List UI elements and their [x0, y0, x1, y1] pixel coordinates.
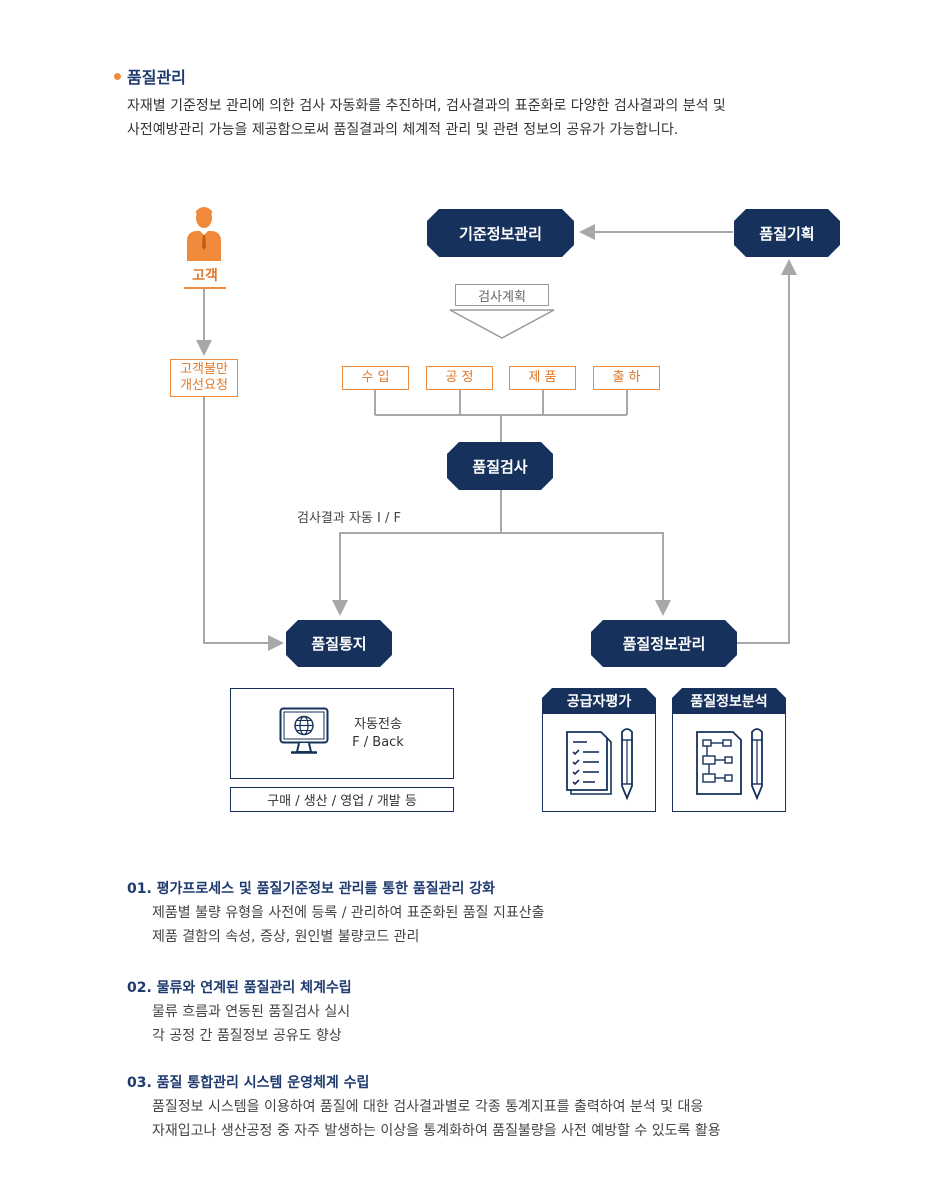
auto-if-label: 검사결과 자동 I / F	[297, 511, 401, 526]
stage-shipping: 출 하	[593, 366, 660, 390]
customer-label: 고객	[192, 268, 218, 284]
auto-send-line-2: F / Back	[352, 735, 404, 750]
quality-info-box: 품질정보관리	[591, 620, 737, 667]
intro-text: 자재별 기준정보 관리에 의한 검사 자동화를 추진하며, 검사결과의 표준화로…	[127, 94, 847, 142]
stage-product: 제 품	[509, 366, 576, 390]
stage-process: 공 정	[426, 366, 493, 390]
supplier-eval-tab: 공급자평가	[542, 688, 656, 714]
monitor-globe-icon	[279, 707, 329, 754]
section-2-line-2: 각 공정 간 품질정보 공유도 향상	[152, 1028, 342, 1044]
pencil-icon	[751, 728, 763, 801]
section-2-line-1: 물류 흐름과 연동된 품질검사 실시	[152, 1004, 351, 1020]
bullet-dot	[114, 73, 121, 80]
info-analysis-card	[672, 713, 786, 812]
down-arrow-icon	[449, 309, 555, 339]
customer-underline	[184, 287, 226, 289]
departments-box: 구매 / 생산 / 영업 / 개발 등	[230, 787, 454, 812]
stage-incoming: 수 입	[342, 366, 409, 390]
pencil-icon	[621, 728, 633, 801]
auto-send-text: 자동전송 F / Back	[343, 716, 413, 752]
section-2-title: 02. 물류와 연계된 품질관리 체계수립	[127, 980, 352, 996]
section-1-title: 01. 평가프로세스 및 품질기준정보 관리를 통한 품질관리 강화	[127, 881, 496, 897]
quality-inspection-box: 품질검사	[447, 442, 553, 490]
supplier-eval-card	[542, 713, 656, 812]
auto-send-panel: 자동전송 F / Back	[230, 688, 454, 779]
complaint-line-1: 고객불만	[180, 362, 228, 377]
intro-line-1: 자재별 기준정보 관리에 의한 검사 자동화를 추진하며, 검사결과의 표준화로…	[127, 98, 726, 114]
section-3-line-1: 품질정보 시스템을 이용하여 품질에 대한 검사결과별로 각종 통계지표를 출력…	[152, 1099, 704, 1115]
complaint-request-box: 고객불만 개선요청	[170, 359, 238, 397]
flowchart-icon	[696, 731, 742, 795]
section-1-line-1: 제품별 불량 유형을 사전에 등록 / 관리하여 표준화된 품질 지표산출	[152, 905, 545, 921]
info-analysis-tab: 품질정보분석	[672, 688, 786, 714]
section-1-line-2: 제품 결함의 속성, 증상, 원인별 불량코드 관리	[152, 929, 420, 945]
section-3-title: 03. 품질 통합관리 시스템 운영체계 수립	[127, 1075, 370, 1091]
person-icon	[187, 207, 221, 261]
section-3-line-2: 자재입고나 생산공정 중 자주 발생하는 이상을 통계화하여 품질불량을 사전 …	[152, 1123, 721, 1139]
section-title: 품질관리	[127, 68, 186, 87]
quality-plan-box: 품질기획	[734, 209, 840, 257]
standard-info-box: 기준정보관리	[427, 209, 574, 257]
quality-notice-box: 품질통지	[286, 620, 392, 667]
checklist-icon	[566, 731, 612, 795]
complaint-line-2: 개선요청	[180, 378, 228, 393]
auto-send-line-1: 자동전송	[354, 717, 402, 732]
inspection-plan-box: 검사계획	[455, 284, 549, 306]
intro-line-2: 사전예방관리 가능을 제공함으로써 품질결과의 체계적 관리 및 관련 정보의 …	[127, 122, 679, 138]
